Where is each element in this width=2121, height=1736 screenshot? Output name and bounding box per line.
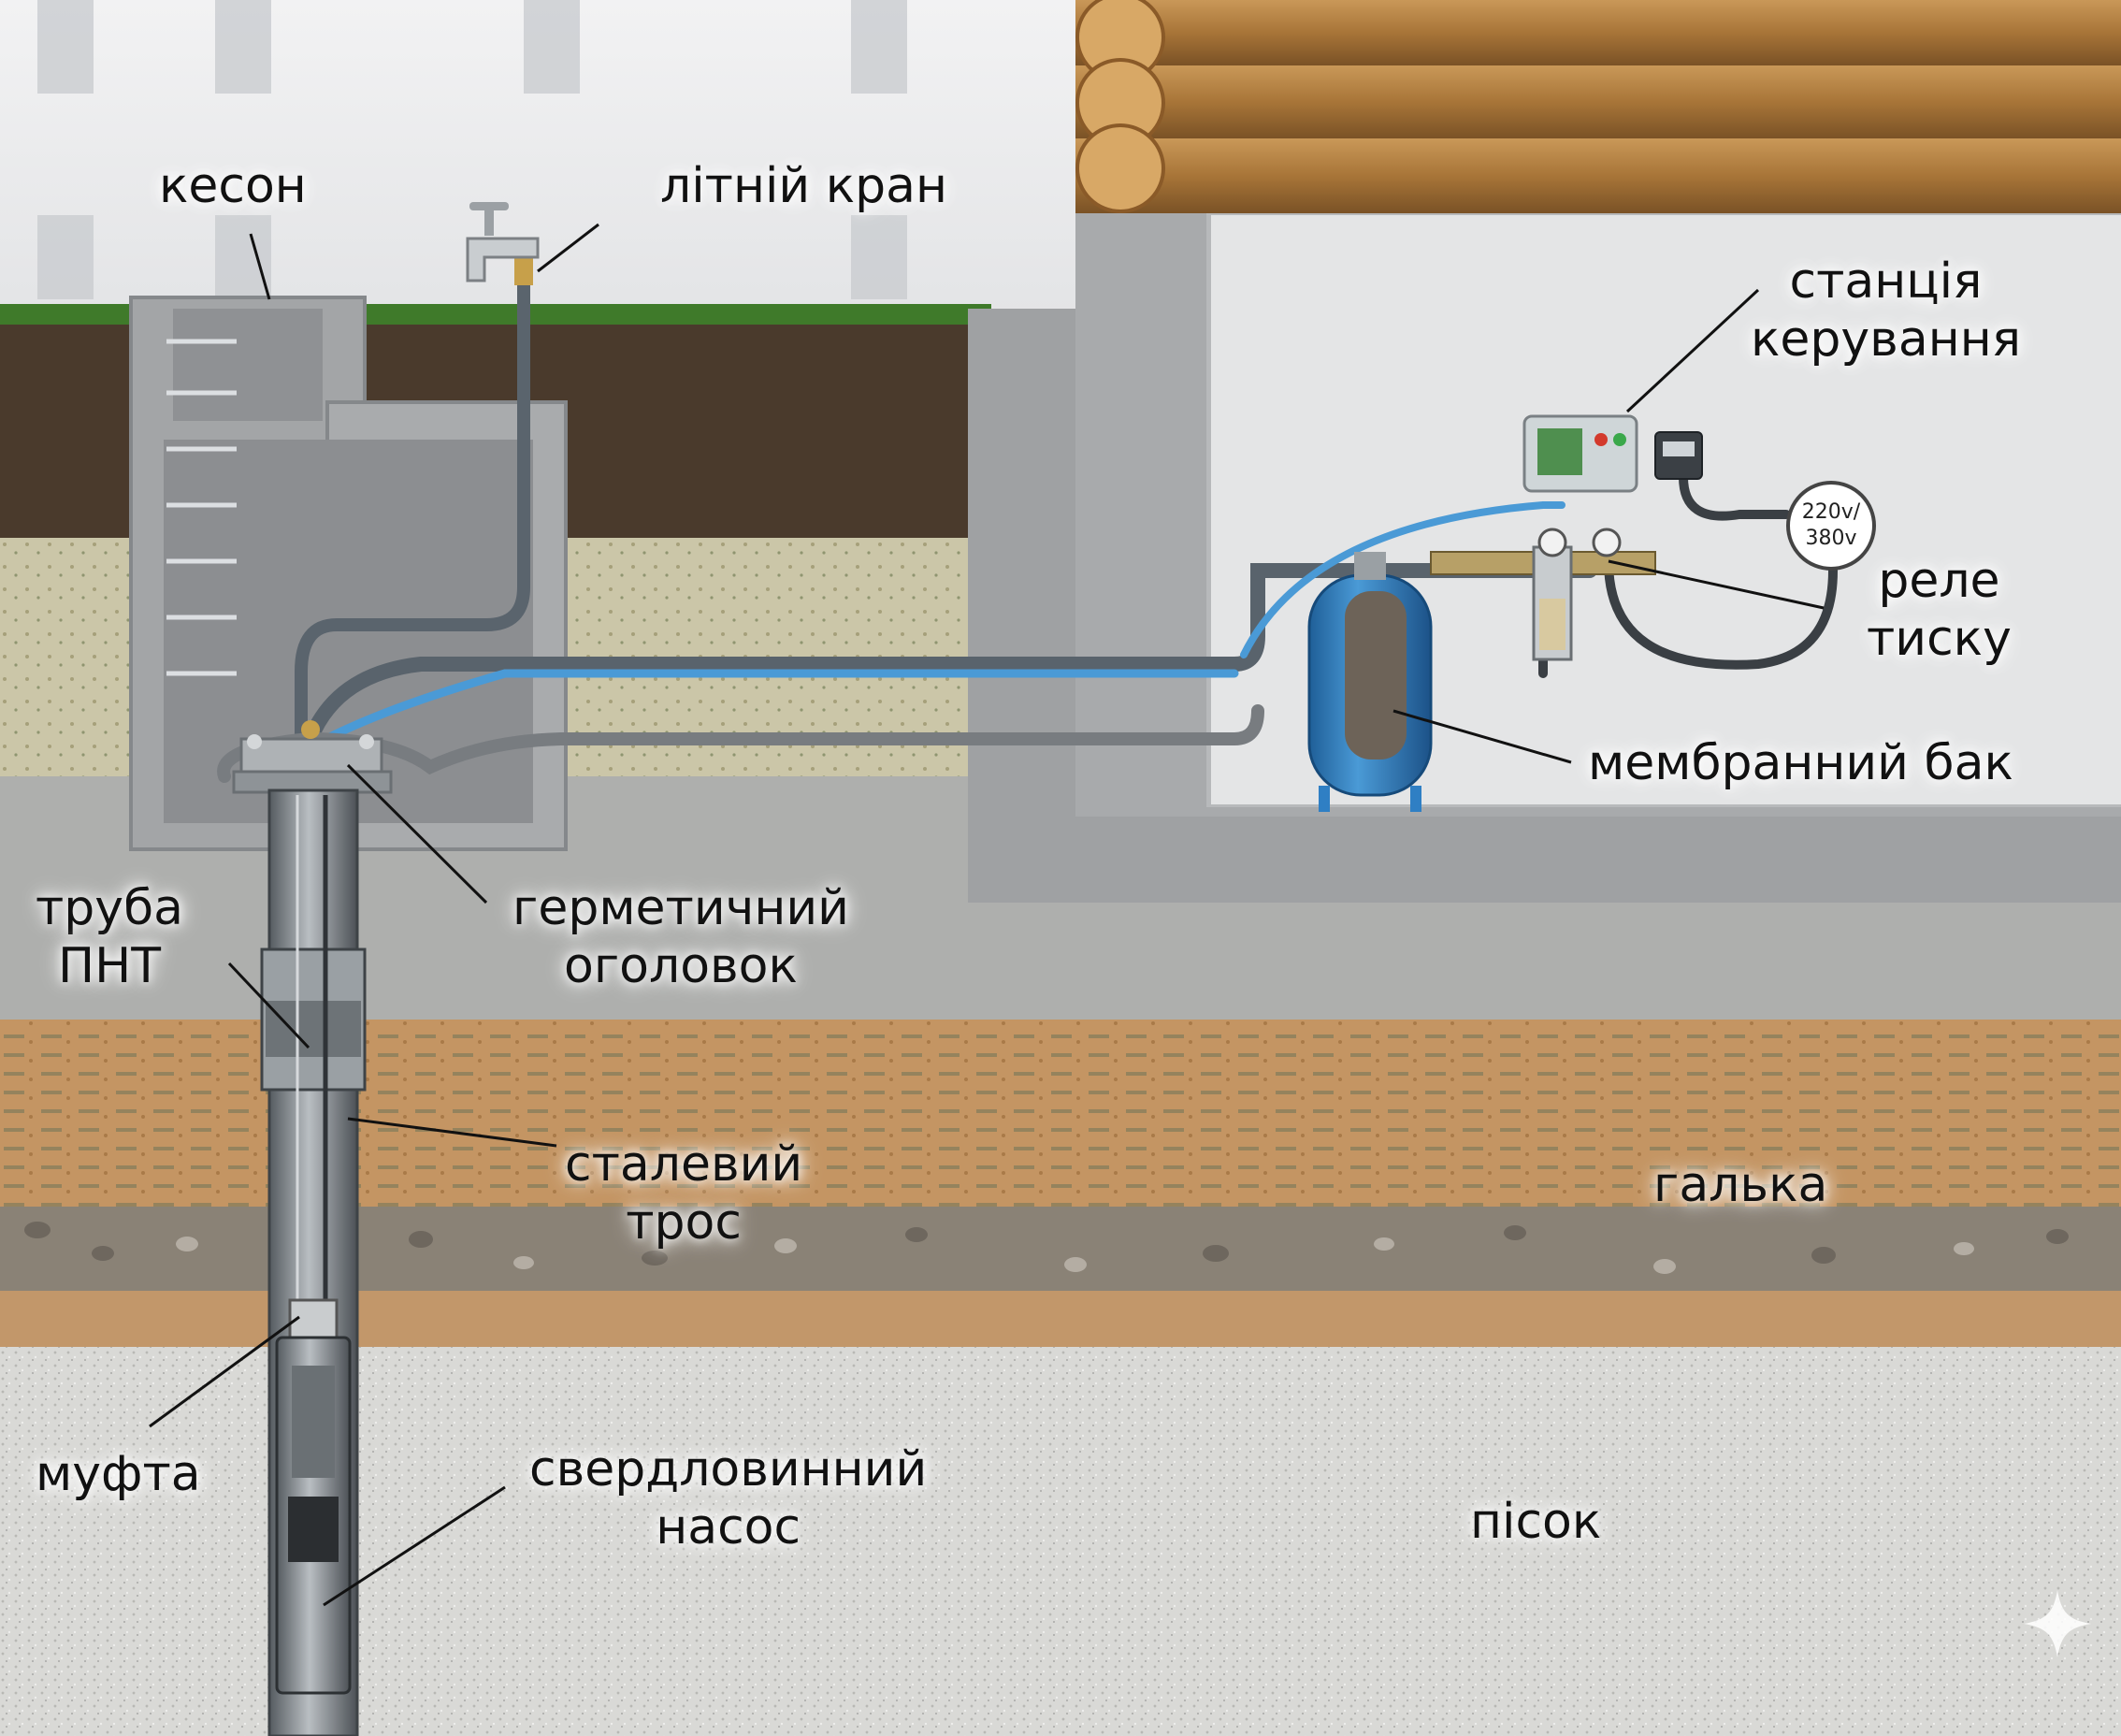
faucet-icon [466, 202, 540, 285]
label-control-station: станція керування [1751, 253, 2021, 369]
label-control-station-line1: станція [1789, 253, 1983, 310]
membrane-tank [1307, 552, 1433, 812]
label-pebbles: галька [1653, 1156, 1827, 1214]
label-pressure-relay-line2: тиску [1867, 611, 2012, 667]
label-well-head-line2: оголовок [564, 938, 798, 994]
label-pump-line1: свердловинний [529, 1441, 928, 1497]
submersible-pump [275, 1298, 352, 1695]
leader-lines [149, 223, 1825, 1607]
label-sand-text: пісок [1470, 1494, 1602, 1550]
label-sand: пісок [1470, 1493, 1601, 1551]
pressure-relay [1654, 431, 1703, 480]
voltage-line2: 380v [1805, 527, 1857, 550]
label-control-station-line2: керування [1751, 311, 2021, 368]
label-summer-faucet: літній кран [660, 157, 947, 215]
house-foundation [968, 213, 2121, 903]
label-pressure-relay: реле тиску [1867, 552, 2012, 668]
label-coupling: муфта [36, 1445, 201, 1503]
label-pump: свердловинний насос [529, 1440, 927, 1556]
voltage-badge: 220v/ 380v [1786, 481, 1876, 571]
label-pressure-relay-line1: реле [1878, 553, 2000, 609]
label-pump-line2: насос [656, 1499, 801, 1555]
label-membrane-tank: мембранний бак [1588, 734, 2013, 792]
well-head [232, 720, 393, 794]
sparkle-icon [2024, 1590, 2091, 1657]
control-station [1522, 414, 1638, 493]
label-steel-cable-line2: трос [626, 1194, 742, 1251]
label-steel-cable: сталевий трос [565, 1136, 802, 1251]
label-pipe: труба ПНТ [36, 879, 183, 995]
label-pebbles-text: галька [1653, 1157, 1828, 1213]
label-pipe-line1: труба [36, 880, 184, 936]
label-well-head-line1: герметичний [512, 880, 849, 936]
label-steel-cable-line1: сталевий [565, 1136, 803, 1193]
log-wall [1075, 0, 2121, 213]
label-caisson: кесон [159, 157, 307, 215]
label-well-head: герметичний оголовок [512, 879, 849, 995]
label-coupling-text: муфта [36, 1446, 201, 1502]
label-membrane-tank-text: мембранний бак [1588, 735, 2013, 791]
label-summer-faucet-text: літній кран [660, 158, 948, 214]
label-caisson-text: кесон [159, 158, 307, 214]
voltage-line1: 220v/ [1801, 500, 1861, 524]
label-pipe-line2: ПНТ [58, 938, 161, 994]
